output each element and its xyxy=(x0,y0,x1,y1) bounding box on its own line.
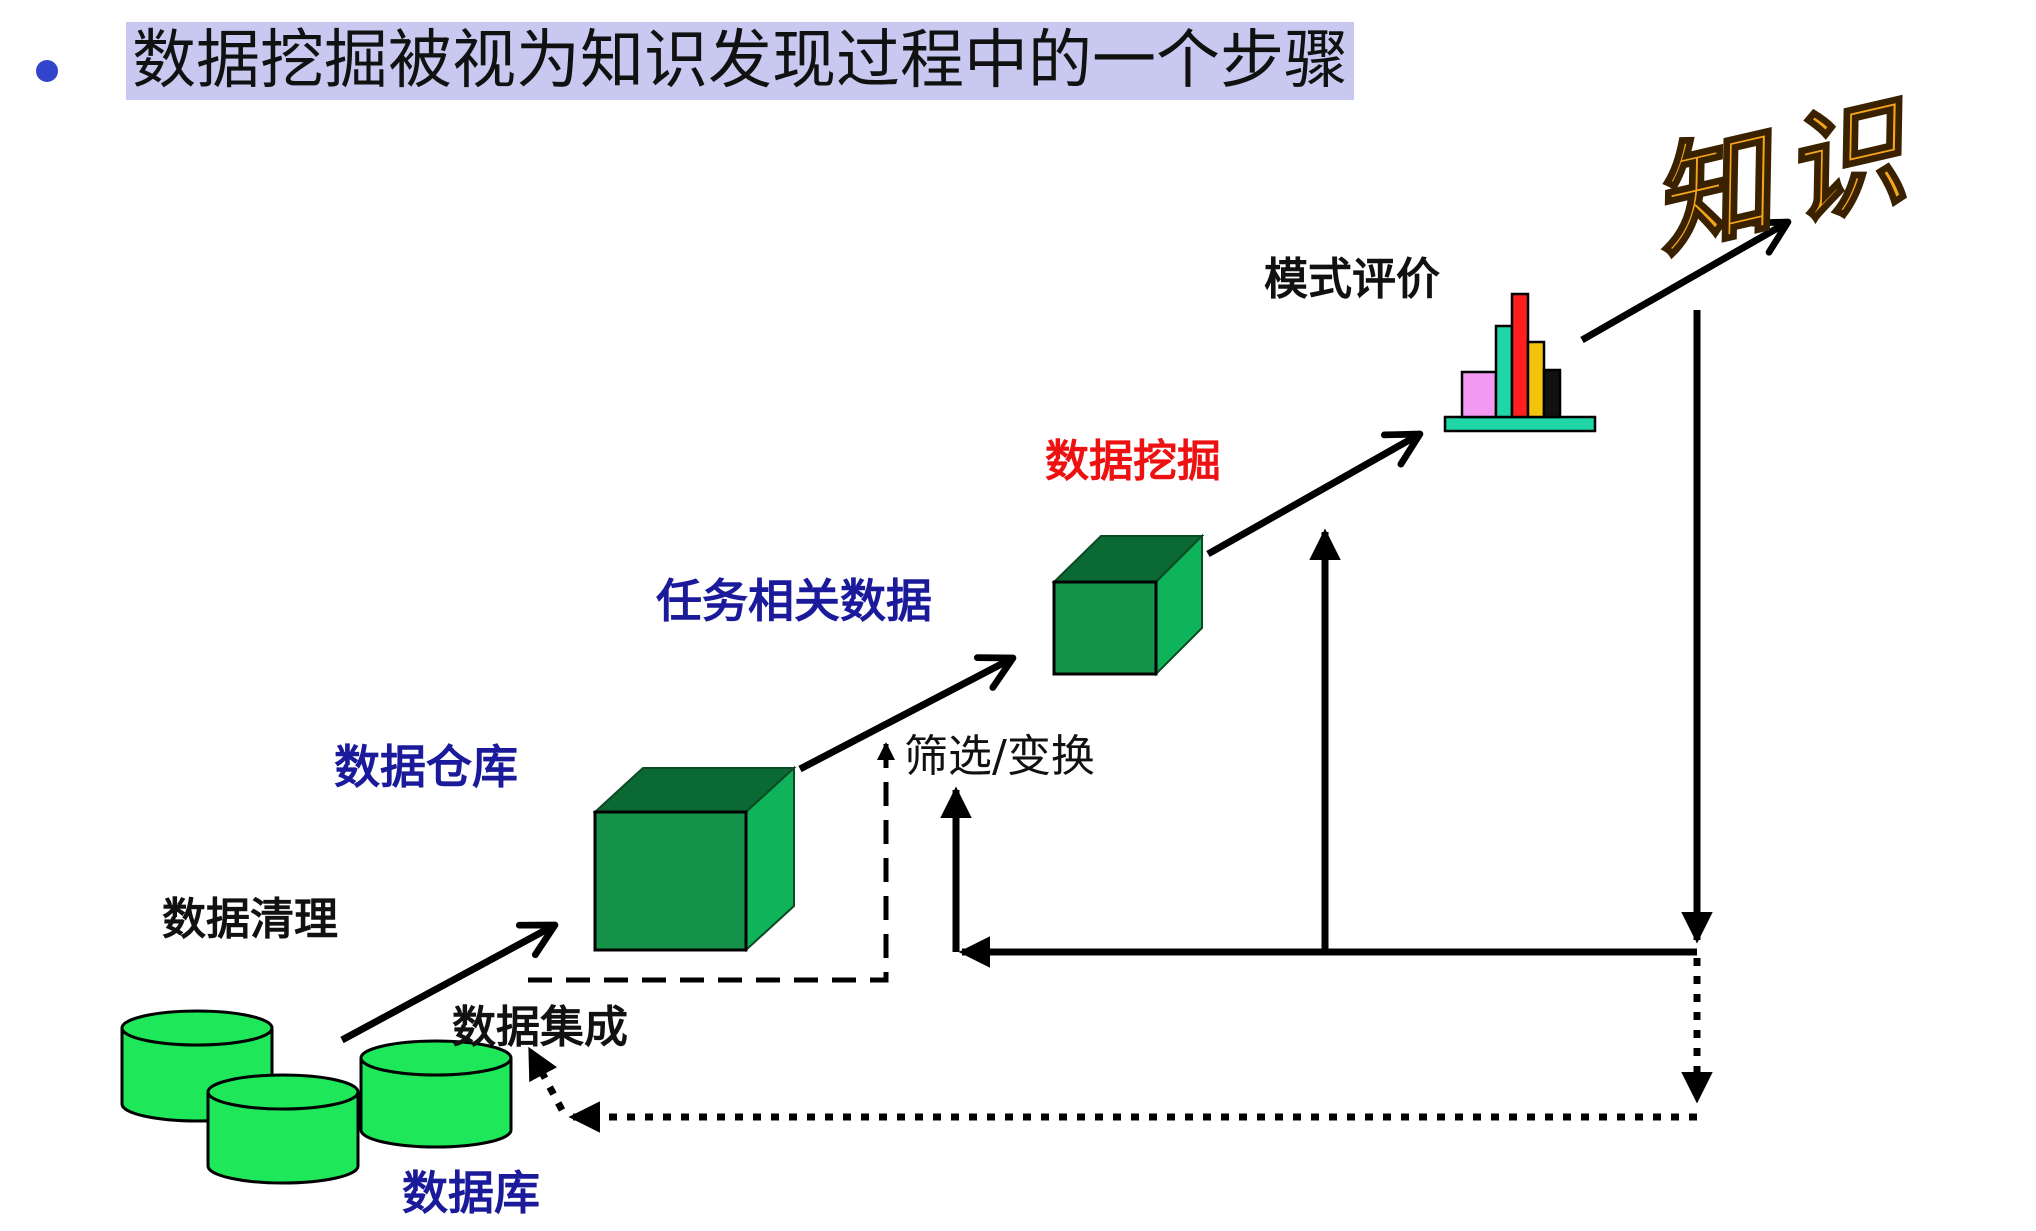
cube-icon xyxy=(592,765,797,953)
data-integration-label: 数据集成 xyxy=(452,1002,628,1053)
bullet-row: 数据挖掘被视为知识发现过程中的一个步骤 xyxy=(0,0,2036,110)
arrow-icon xyxy=(526,958,1713,1133)
pattern-evaluation-label: 模式评价 xyxy=(1264,254,1440,305)
task-relevant-data-label: 任务相关数据 xyxy=(656,574,932,628)
data-warehouse-label: 数据仓库 xyxy=(334,740,518,794)
arrow-icon xyxy=(940,310,1713,968)
database-cylinder-icon xyxy=(359,1039,513,1149)
database-cylinder-icon xyxy=(206,1073,360,1185)
arrow-icon xyxy=(340,218,1792,1044)
database-label: 数据库 xyxy=(402,1166,540,1220)
data-cleaning-label: 数据清理 xyxy=(162,894,338,945)
data-mining-label: 数据挖掘 xyxy=(1045,436,1221,487)
bullet-dot xyxy=(36,60,58,82)
cube-icon xyxy=(1051,533,1205,677)
selection-transformation-label: 筛选/变换 xyxy=(904,731,1095,782)
database-cylinder-icon xyxy=(120,1009,274,1123)
slide-heading: 数据挖掘被视为知识发现过程中的一个步骤 xyxy=(126,22,1354,100)
arrow-icon xyxy=(528,742,895,983)
bar-chart-icon xyxy=(1443,292,1597,433)
